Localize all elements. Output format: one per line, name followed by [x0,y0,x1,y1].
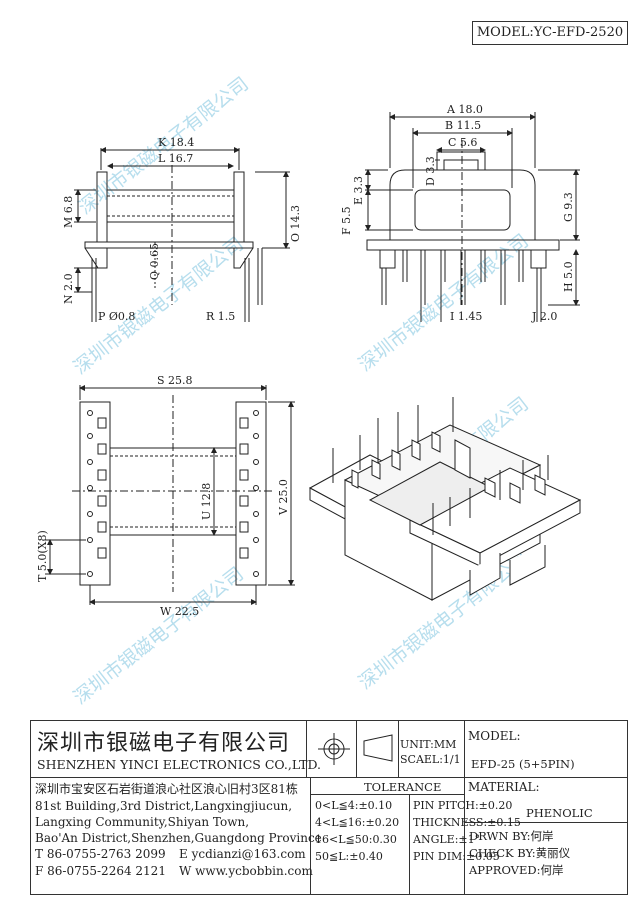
watermarks: 深圳市银磁电子有限公司 深圳市银磁电子有限公司 深圳市银磁电子有限公司 深圳市银… [70,73,533,709]
approved-by: APPROVED:何岸 [469,863,564,877]
dim-r: R 1.5 [206,310,235,323]
dim-w: W 22.5 [160,605,199,618]
dim-k: K 18.4 [158,136,194,149]
dim-b: B 11.5 [445,119,481,132]
phone: T 86-0755-2763 2099 [35,847,166,861]
dim-p: P Ø0.8 [98,310,135,323]
cone-projection-icon [363,734,393,762]
side-view-labels: K 18.4 L 16.7 M 6.8 O 14.3 Q 0.65 N 2.0 … [62,136,302,323]
tolerance-row: 0<L≦4:±0.10 [315,799,393,812]
tolerance-row: 16<L≦50:0.30 [315,833,397,846]
email: E ycdianzi@163.com [179,847,306,861]
model-value: EFD-25 (5+5PIN) [471,757,575,771]
watermark-text: 深圳市银磁电子有限公司 [355,230,533,376]
dim-f: F 5.5 [340,206,353,235]
tolerance-row: PIN PITCH:±0.20 [413,799,513,812]
bottom-view-labels: S 25.8 U 12.8 V 25.0 T 5.0(X8) W 22.5 [36,374,290,618]
dim-v: V 25.0 [277,479,290,516]
tolerance-label: TOLERANCE [364,780,442,794]
website: W www.ycbobbin.com [179,864,313,878]
model-label: MODEL: [468,729,521,743]
material-label: MATERIAL: [468,780,540,794]
side-view [74,147,290,322]
title-block: 深圳市银磁电子有限公司 SHENZHEN YINCI ELECTRONICS C… [30,720,628,895]
technical-drawing: 深圳市银磁电子有限公司 深圳市银磁电子有限公司 深圳市银磁电子有限公司 深圳市银… [36,73,582,709]
dim-m: M 6.8 [62,196,75,228]
dim-g: G 9.3 [562,192,575,222]
isometric-view [308,397,582,601]
checked-by: CHECK BY:黄丽仪 [469,846,571,860]
unit: UNIT:MM [400,738,457,751]
dim-q: Q 0.65 [148,243,161,280]
dim-t: T 5.0(X8) [36,530,49,582]
tolerance-row: 50≦L:±0.40 [315,850,383,863]
dim-c: C 5.6 [448,136,477,149]
tolerance-row: PIN DIM:±0.05 [413,850,500,863]
address-en-line-2: Langxing Community,Shiyan Town, [35,815,250,829]
dim-o: O 14.3 [289,205,302,242]
dim-l: L 16.7 [158,152,193,165]
tolerance-row: 4<L≦16:±0.20 [315,816,400,829]
company-name-cn: 深圳市银磁电子有限公司 [37,731,291,756]
dim-s: S 25.8 [157,374,193,387]
model-title: MODEL:YC-EFD-2520 [472,21,628,45]
dim-e: E 3.3 [352,176,365,205]
dim-d: D 3.3 [424,156,437,186]
scale: SCAEL:1/1 [400,753,461,766]
dim-u: U 12.8 [200,483,213,520]
dim-h: H 5.0 [562,261,575,292]
dim-j: J 2.0 [531,310,557,323]
address-en-line-1: 81st Building,3rd District,Langxingjiucu… [35,799,293,813]
tolerance-row: ANGLE:±1° [413,833,481,846]
fax: F 86-0755-2264 2121 [35,864,166,878]
drawn-by: DRWN BY:何岸 [469,829,554,843]
dim-a: A 18.0 [446,103,483,116]
dim-i: I 1.45 [450,310,482,323]
projection-symbol-icon [318,733,350,765]
front-view-labels: A 18.0 B 11.5 C 5.6 D 3.3 E 3.3 F 5.5 G … [340,103,575,323]
front-view [365,112,580,322]
address-cn: 深圳市宝安区石岩街道浪心社区浪心旧村3区81栋 [35,782,298,796]
address-en-line-3: Bao'An District,Shenzhen,Guangdong Provi… [35,831,322,845]
material-value: PHENOLIC [526,806,593,820]
dim-n: N 2.0 [62,273,75,304]
bottom-view [45,385,295,605]
tolerance-row: THICKNESS:±0.15 [413,816,521,829]
company-name-en: SHENZHEN YINCI ELECTRONICS CO.,LTD. [37,757,322,772]
